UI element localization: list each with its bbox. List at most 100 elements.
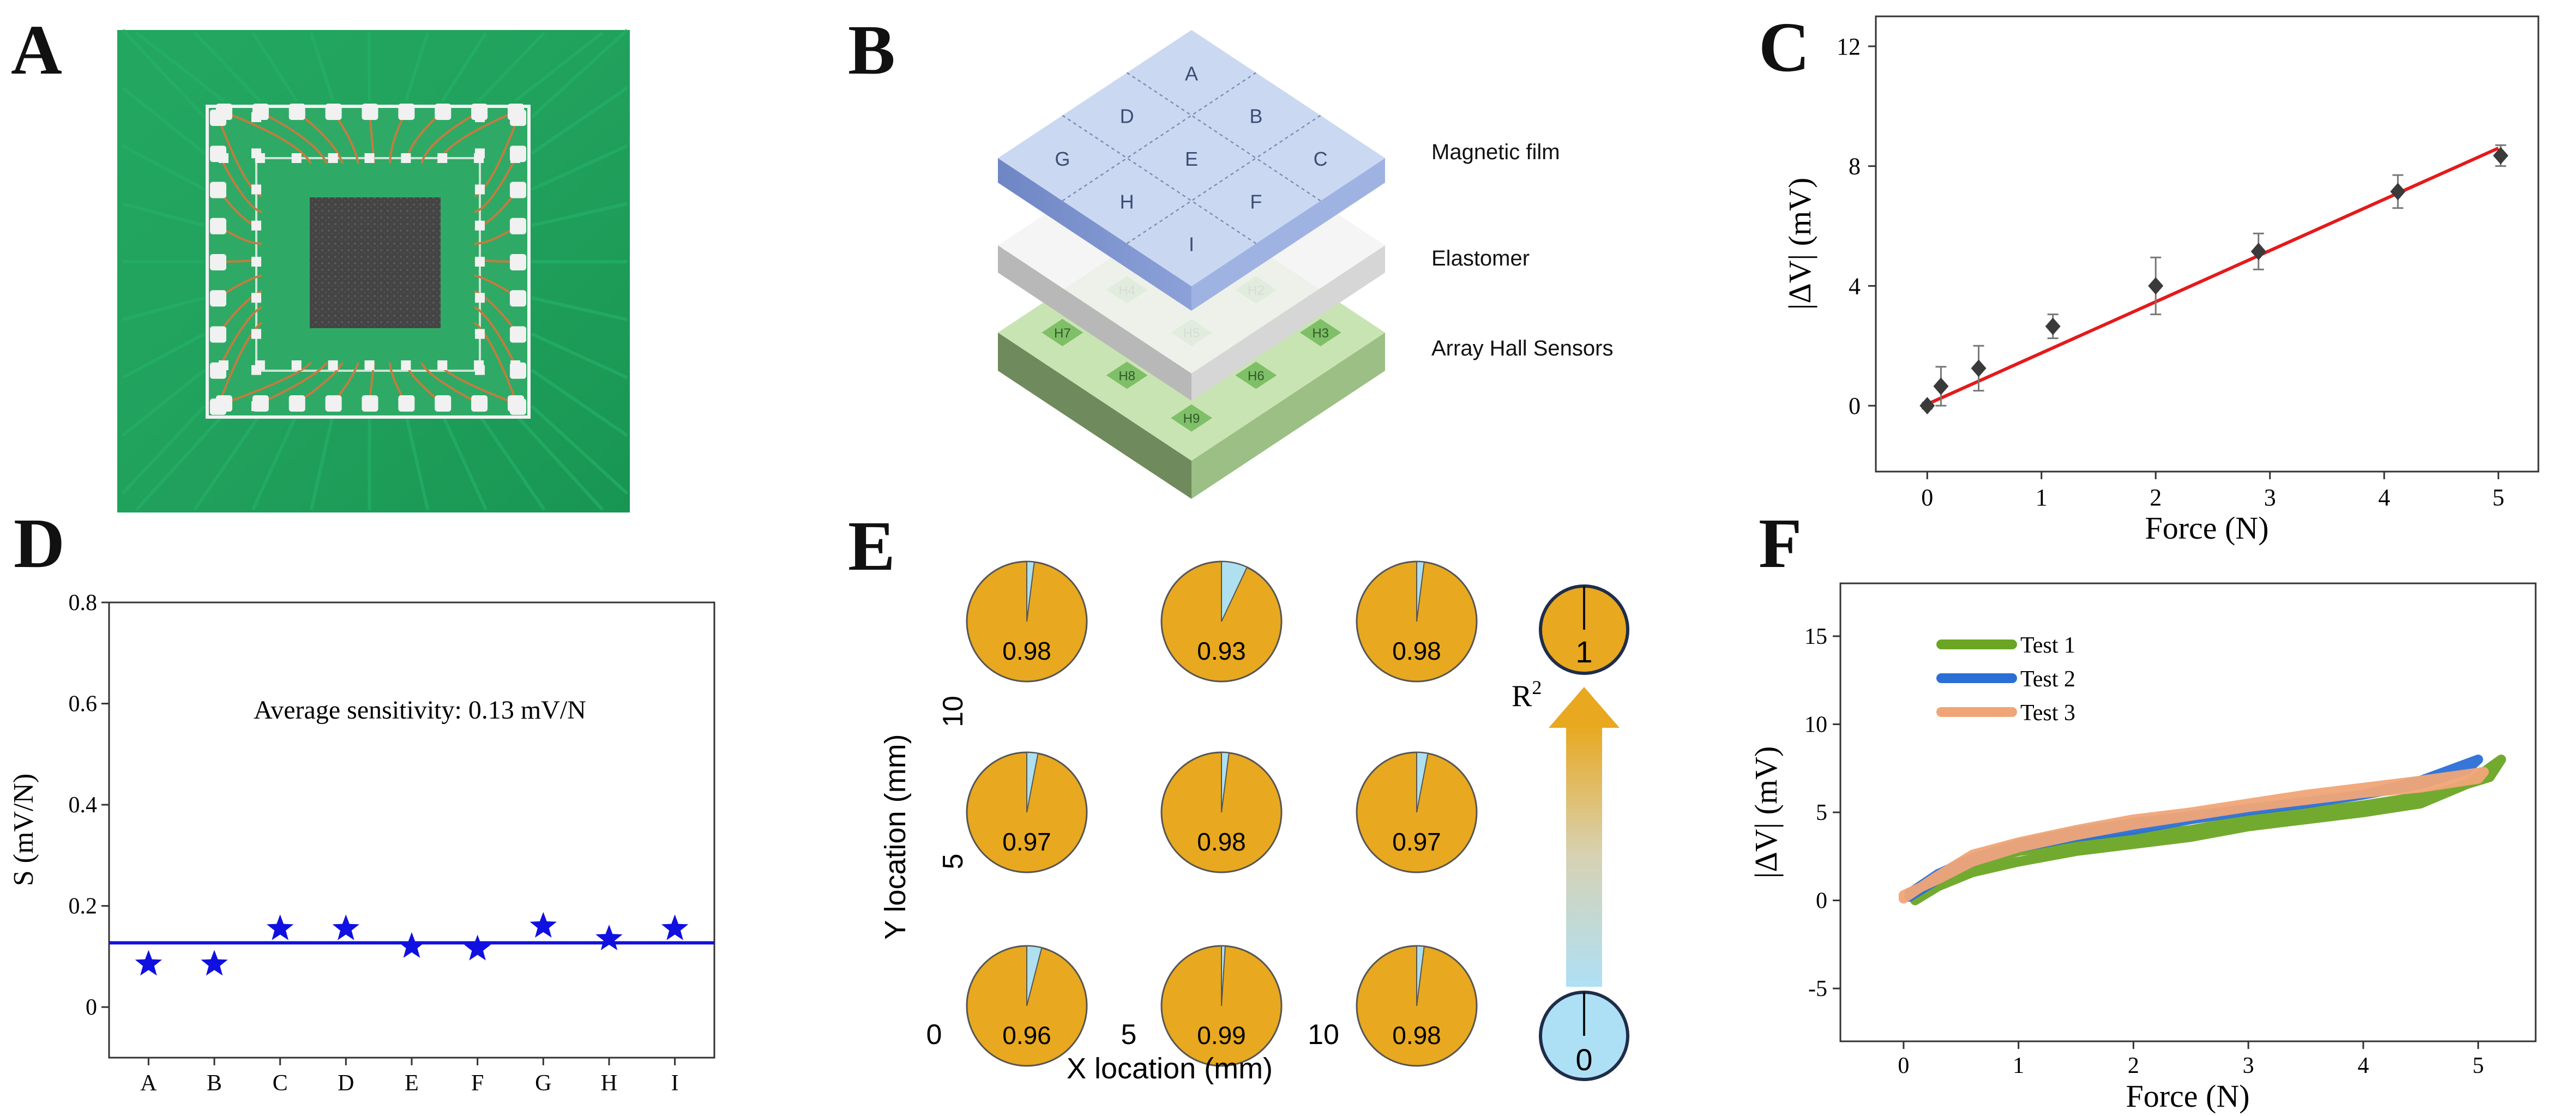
chart-c-xlabel: Force (N) <box>2145 510 2268 546</box>
bond-pad <box>510 182 526 198</box>
hall-sensor-chip <box>1235 361 1277 389</box>
inner-pad <box>510 153 520 163</box>
inner-pad <box>475 365 485 375</box>
bond-pad <box>210 290 226 307</box>
pcb-trace <box>135 31 225 102</box>
pcb-trace <box>441 32 487 102</box>
colorbar-top-label: 1 <box>1575 635 1592 669</box>
pcb-trace <box>122 296 205 322</box>
pcb-trace <box>531 332 628 379</box>
chart-c-xtick-label: 3 <box>2264 484 2276 511</box>
panel-label-b: B <box>848 11 895 89</box>
pcb-trace <box>514 31 604 102</box>
inner-pad <box>328 360 338 370</box>
chart-d-xtick-label: F <box>471 1071 484 1096</box>
inner-pad <box>475 329 485 339</box>
bond-wire <box>260 361 328 405</box>
inner-pad <box>251 293 261 303</box>
pcb-trace <box>404 32 430 101</box>
hall-sensor-label: H7 <box>1054 326 1071 341</box>
chart-c-point <box>2045 317 2061 335</box>
hall-sensor-label: H9 <box>1183 412 1200 426</box>
bond-pad <box>325 395 342 412</box>
pcb-trace <box>309 414 335 510</box>
panel-label-d: D <box>14 504 65 583</box>
chart-d-xtick-label: A <box>140 1071 157 1096</box>
chart-d-xtick-label: E <box>405 1071 419 1096</box>
chart-f-legend-label: Test 1 <box>2020 633 2075 658</box>
colorbar-arrow-head <box>1549 687 1620 728</box>
chart-f-ytick-label: 0 <box>1816 889 1827 914</box>
hall-sensor-chip <box>1171 404 1212 432</box>
chart-e-pie-slice <box>1221 945 1226 1006</box>
chart-f-xtick-label: 0 <box>1898 1053 1909 1078</box>
bond-pad <box>510 254 526 270</box>
inner-pad <box>251 148 261 159</box>
film-letter-d: D <box>1120 105 1134 128</box>
bond-pad <box>288 395 305 412</box>
inner-pad <box>251 257 261 267</box>
bond-pad <box>210 362 226 379</box>
bond-wire <box>473 306 519 371</box>
chart-d-point <box>595 925 623 950</box>
chart-f-ytick-label: -5 <box>1808 976 1827 1002</box>
chart-f-series-3 <box>1898 767 2489 904</box>
hall-sensor-chip <box>1299 318 1341 347</box>
chart-e-pie-slice <box>1416 560 1425 622</box>
chart-f-xtick-label: 2 <box>2128 1053 2139 1078</box>
inner-pad <box>364 153 375 163</box>
pcb-trace <box>193 413 262 511</box>
chart-c-point <box>1933 377 1949 395</box>
chart-d-ytick-label: 0.8 <box>69 590 98 616</box>
film-letter-e: E <box>1185 148 1198 170</box>
bond-pad <box>508 104 524 120</box>
inner-pad <box>251 365 261 375</box>
inner-pad <box>437 153 448 163</box>
pcb-trace <box>531 202 628 227</box>
chart-d-point <box>661 914 689 940</box>
bond-wire <box>217 306 263 371</box>
bond-pad <box>510 218 526 234</box>
inner-pad <box>251 401 261 411</box>
chart-e-pie-label: 0.97 <box>1392 828 1441 856</box>
hall-sensor-label: H3 <box>1312 326 1329 341</box>
chart-d-xtick-label: G <box>535 1071 551 1096</box>
pcb-traces <box>121 28 629 511</box>
chart-d-frame <box>108 601 715 1059</box>
bond-wire <box>473 322 519 407</box>
film-letter-f: F <box>1250 190 1262 213</box>
chart-e-ytick-label: 5 <box>937 854 969 870</box>
pcb-trace <box>531 369 628 437</box>
bond-pads <box>210 104 526 415</box>
chart-f-ytick-label: 5 <box>1816 800 1827 825</box>
chart-c-ylabel: |ΔV| (mV) <box>1782 178 1817 310</box>
inner-pad <box>510 360 520 370</box>
chart-c-ytick-label: 0 <box>1849 393 1861 419</box>
chart-d-ytick-label: 0.6 <box>69 692 98 717</box>
chart-c-xtick-label: 4 <box>2378 484 2390 511</box>
pcb-trace <box>121 405 206 495</box>
bond-pad <box>510 399 526 415</box>
label-elastomer: Elastomer <box>1431 246 1530 270</box>
inner-pad <box>251 184 261 195</box>
chart-e-pie-label: 0.98 <box>1392 1021 1441 1049</box>
inner-pad <box>328 153 338 163</box>
chart-f-xtick-label: 3 <box>2243 1053 2254 1078</box>
inner-pad <box>251 220 261 231</box>
bond-pad <box>210 218 226 234</box>
bond-wire <box>420 111 480 164</box>
chart-c-xtick-label: 0 <box>1921 484 1933 511</box>
chart-c-fit-line <box>1927 146 2499 406</box>
chart-c-ytick-label: 8 <box>1849 153 1861 180</box>
chart-d-annotation: Average sensitivity: 0.13 mV/N <box>254 696 586 725</box>
chart-c-point <box>1971 359 1987 377</box>
chart-c-point <box>1919 397 1935 415</box>
bond-wire <box>223 361 312 405</box>
pcb-trace <box>531 86 628 155</box>
chart-d-point <box>529 912 557 938</box>
